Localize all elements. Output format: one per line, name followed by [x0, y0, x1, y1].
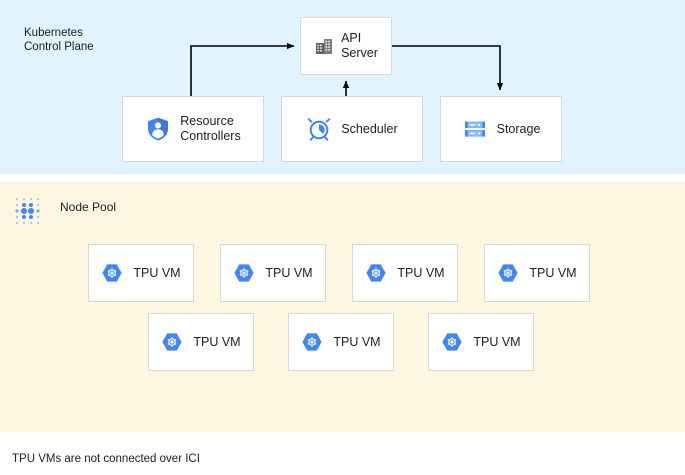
tpu-vm-node[interactable]: TPU VM — [428, 313, 534, 371]
tpu-vm-node[interactable]: TPU VM — [220, 244, 326, 302]
tpu-vm-node[interactable]: TPU VM — [288, 313, 394, 371]
tpu-vm-label: TPU VM — [473, 334, 521, 349]
node-pool-title: Node Pool — [60, 200, 117, 214]
tpu-vm-node[interactable]: TPU VM — [352, 244, 458, 302]
resource-controllers-label: Resource Controllers — [180, 114, 241, 143]
tpu-vm-label: TPU VM — [397, 265, 445, 280]
tpu-hexagon-icon — [233, 262, 255, 284]
resource-controllers-node[interactable]: Resource Controllers — [122, 96, 264, 162]
shield-user-icon — [145, 116, 171, 142]
api-server-node[interactable]: API Server — [300, 17, 392, 75]
scheduler-label: Scheduler — [341, 121, 398, 136]
tpu-hexagon-icon — [365, 262, 387, 284]
tpu-vm-node[interactable]: TPU VM — [148, 313, 254, 371]
tpu-vm-node[interactable]: TPU VM — [484, 244, 590, 302]
diagram-caption: TPU VMs are not connected over ICI — [12, 453, 200, 465]
storage-label: Storage — [496, 121, 541, 136]
storage-node[interactable]: Storage — [440, 96, 562, 162]
tpu-hexagon-icon — [301, 331, 323, 353]
building-icon — [314, 36, 334, 56]
tpu-vm-node[interactable]: TPU VM — [88, 244, 194, 302]
tpu-hexagon-icon — [497, 262, 519, 284]
tpu-vm-label: TPU VM — [193, 334, 241, 349]
tpu-vm-label: TPU VM — [529, 265, 577, 280]
tpu-vm-label: TPU VM — [333, 334, 381, 349]
tpu-hexagon-icon — [441, 331, 463, 353]
control-plane-title: Kubernetes Control Plane — [24, 27, 94, 53]
alarm-clock-icon — [306, 116, 332, 142]
tpu-hexagon-icon — [161, 331, 183, 353]
scheduler-node[interactable]: Scheduler — [281, 96, 423, 162]
api-server-label: API Server — [341, 31, 378, 60]
tpu-vm-label: TPU VM — [133, 265, 181, 280]
node-pool-region — [0, 182, 685, 432]
dot-grid-icon — [12, 194, 48, 230]
tpu-vm-label: TPU VM — [265, 265, 313, 280]
server-rack-icon — [462, 116, 488, 142]
tpu-hexagon-icon — [101, 262, 123, 284]
